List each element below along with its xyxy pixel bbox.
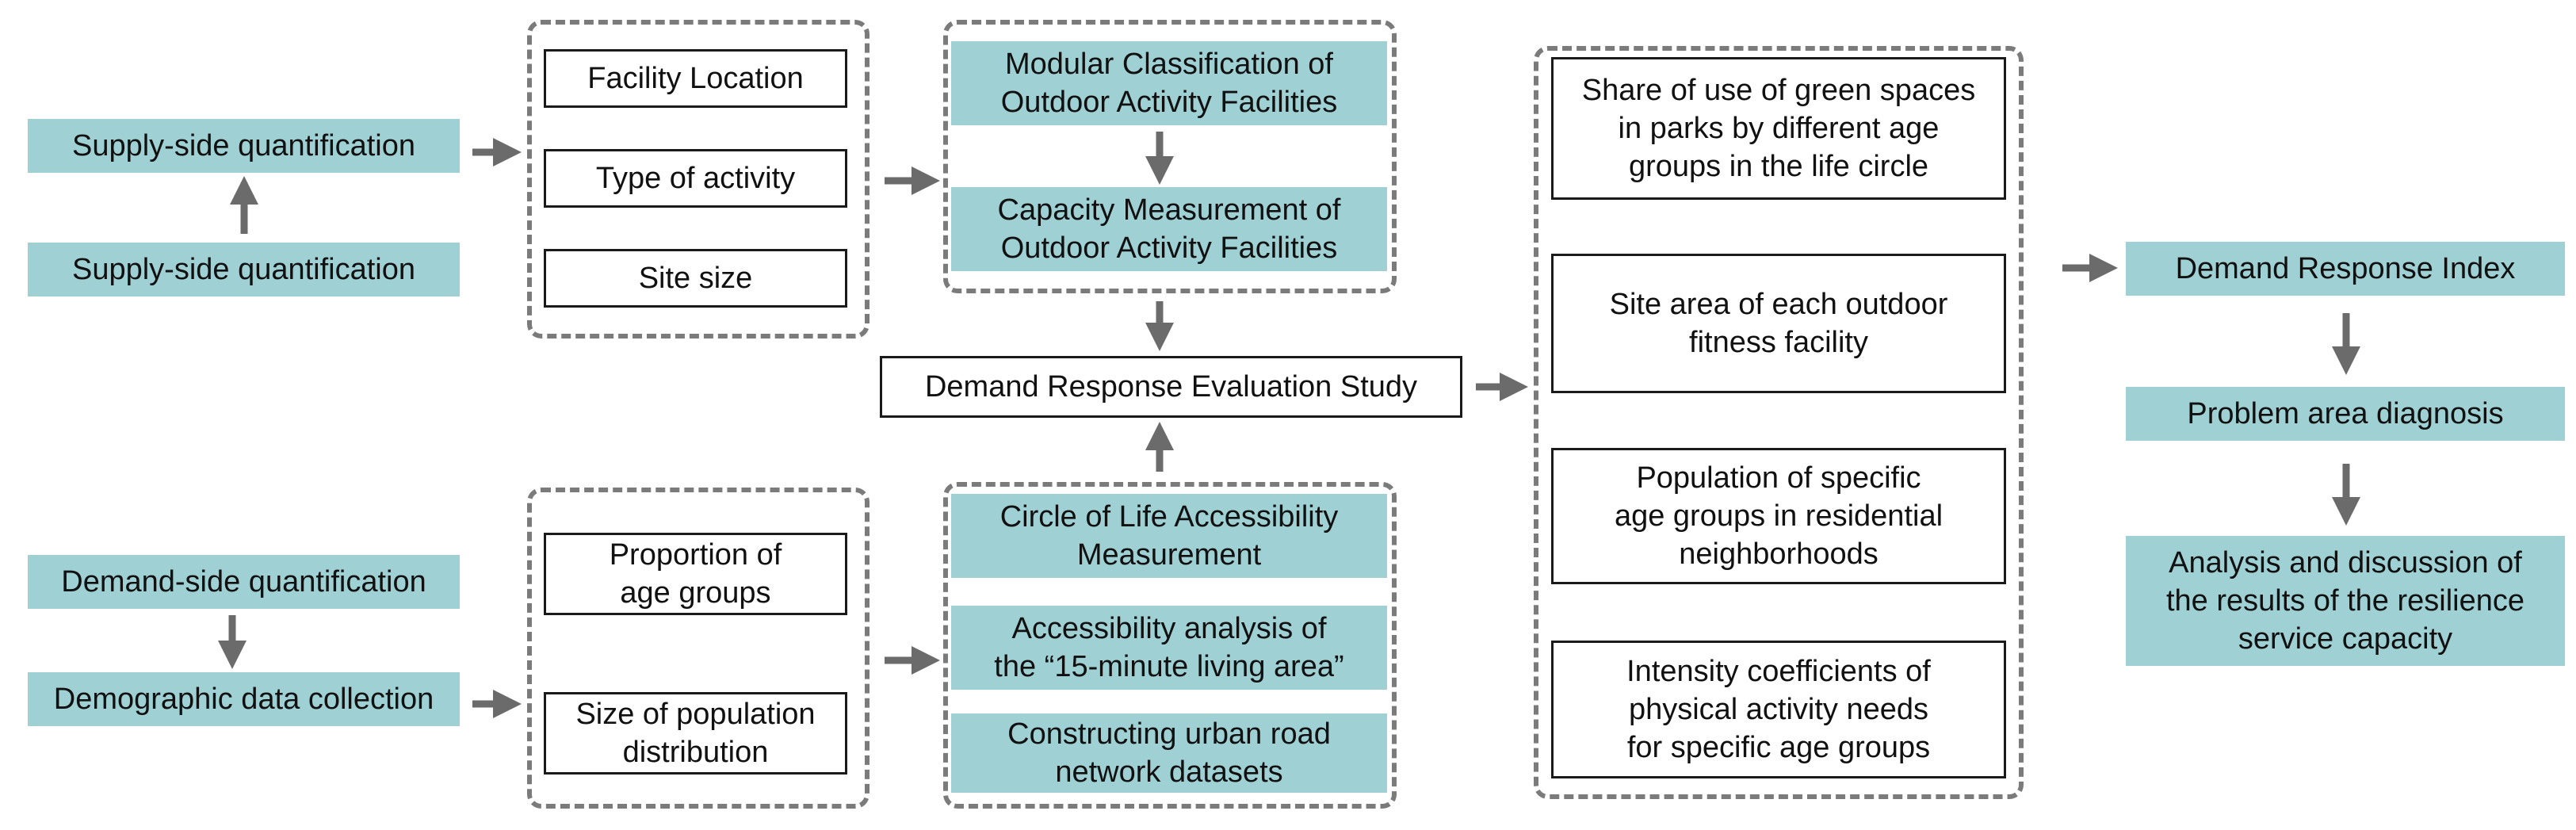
accessibility-analysis-box: Accessibility analysis of the “15-minute… <box>951 606 1387 690</box>
facility-location-label: Facility Location <box>587 62 804 95</box>
facility-location-box: Facility Location <box>544 49 847 108</box>
proportion-age-groups-box: Proportion of age groups <box>544 533 847 615</box>
population-distribution-box: Size of population distribution <box>544 692 847 775</box>
indicator-site-area-label: Site area of each outdoor fitness facili… <box>1609 288 1948 359</box>
indicator-site-area-box: Site area of each outdoor fitness facili… <box>1551 254 2006 393</box>
supply-top-label: Supply-side quantification <box>71 129 416 163</box>
road-network-label: Constructing urban road network datasets <box>1007 717 1331 789</box>
site-size-box: Site size <box>544 249 847 308</box>
supply-bottom-label: Supply-side quantification <box>71 253 416 286</box>
supply-factors-group <box>527 20 869 339</box>
population-distribution-label: Size of population distribution <box>575 698 816 769</box>
circle-of-life-box: Circle of Life Accessibility Measurement <box>951 494 1387 578</box>
demand-response-evaluation-box: Demand Response Evaluation Study <box>880 356 1462 418</box>
indicators-group <box>1534 46 2024 799</box>
modular-classification-box: Modular Classification of Outdoor Activi… <box>951 41 1387 125</box>
demand-response-index-box: Demand Response Index <box>2126 242 2565 296</box>
demand-response-evaluation-label: Demand Response Evaluation Study <box>924 370 1418 404</box>
indicator-population-label: Population of specific age groups in res… <box>1614 461 1943 571</box>
indicator-intensity-label: Intensity coefficients of physical activ… <box>1626 655 1931 764</box>
proportion-age-groups-label: Proportion of age groups <box>609 538 782 610</box>
demand-response-index-label: Demand Response Index <box>2175 252 2516 285</box>
road-network-box: Constructing urban road network datasets <box>951 713 1387 793</box>
supply-side-quantification-top: Supply-side quantification <box>28 119 460 173</box>
type-of-activity-label: Type of activity <box>595 162 796 195</box>
problem-area-diagnosis-label: Problem area diagnosis <box>2187 397 2504 430</box>
indicator-population-box: Population of specific age groups in res… <box>1551 448 2006 584</box>
indicator-green-space-label: Share of use of green spaces in parks by… <box>1581 74 1976 183</box>
demand-top-label: Demand-side quantification <box>61 565 426 599</box>
indicator-green-space-box: Share of use of green spaces in parks by… <box>1551 57 2006 200</box>
analysis-discussion-box: Analysis and discussion of the results o… <box>2126 536 2565 666</box>
demand-steps-group <box>943 482 1397 809</box>
problem-area-diagnosis-box: Problem area diagnosis <box>2126 387 2565 441</box>
supply-steps-group <box>943 20 1397 293</box>
indicator-intensity-box: Intensity coefficients of physical activ… <box>1551 641 2006 778</box>
type-of-activity-box: Type of activity <box>544 149 847 208</box>
site-size-label: Site size <box>638 262 753 295</box>
capacity-measurement-label: Capacity Measurement of Outdoor Activity… <box>997 193 1341 265</box>
circle-of-life-label: Circle of Life Accessibility Measurement <box>999 500 1339 572</box>
analysis-discussion-label: Analysis and discussion of the results o… <box>2165 546 2524 656</box>
supply-side-quantification-bottom: Supply-side quantification <box>28 243 460 296</box>
modular-classification-label: Modular Classification of Outdoor Activi… <box>1000 48 1338 119</box>
demand-factors-group <box>527 488 869 809</box>
demand-side-quantification: Demand-side quantification <box>28 555 460 609</box>
accessibility-analysis-label: Accessibility analysis of the “15-minute… <box>994 612 1344 683</box>
demand-bottom-label: Demographic data collection <box>53 683 434 716</box>
demographic-data-collection: Demographic data collection <box>28 672 460 726</box>
capacity-measurement-box: Capacity Measurement of Outdoor Activity… <box>951 187 1387 271</box>
